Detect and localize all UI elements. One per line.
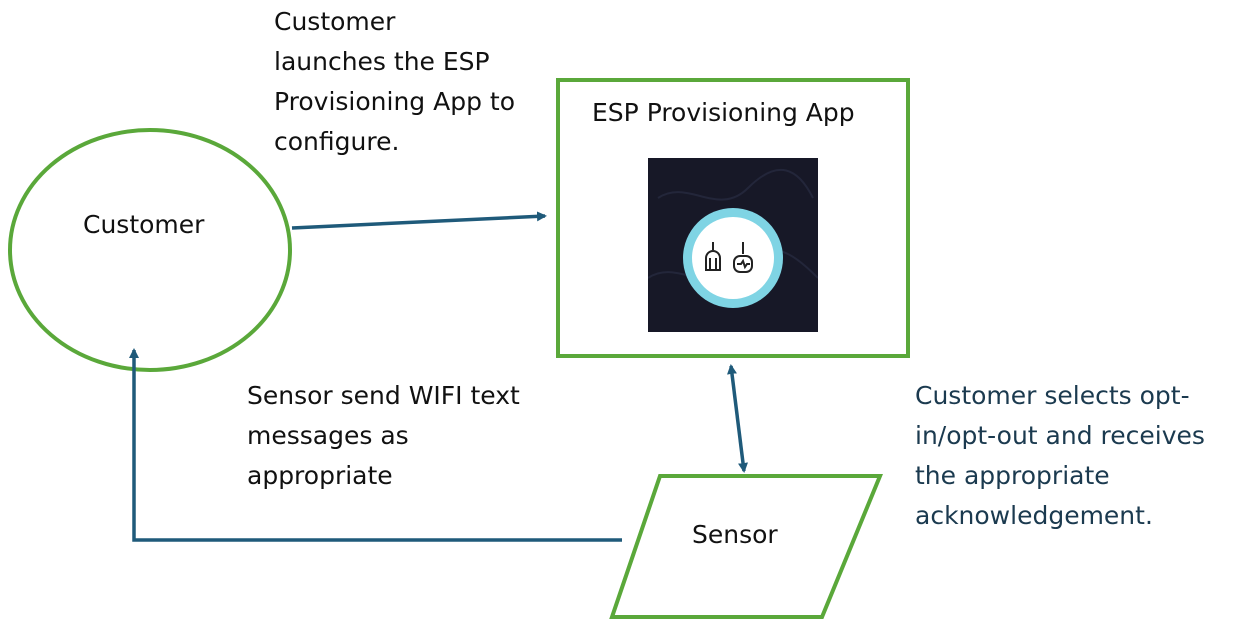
sensor-node-shape [609, 474, 883, 619]
sensor-glyph-icon [705, 242, 753, 273]
annotation-customer-launch: Customer launches the ESP Provisioning A… [274, 2, 515, 162]
annotation-line: launches the ESP [274, 47, 490, 76]
annotation-line: Customer [274, 7, 396, 36]
annotation-line: in/opt-out and receives [915, 421, 1205, 450]
arrow-customer-to-app [291, 211, 547, 230]
annotation-line: Customer selects opt- [915, 381, 1190, 410]
annotation-line: messages as [247, 421, 409, 450]
annotation-line: appropriate [247, 461, 393, 490]
arrow-sensor-to-customer [129, 348, 622, 542]
esp-provisioning-app-icon [648, 158, 818, 332]
customer-node-label: Customer [83, 210, 205, 239]
annotation-customer-selects: Customer selects opt- in/opt-out and rec… [915, 376, 1205, 536]
arrow-app-sensor [727, 364, 748, 473]
app-node-label: ESP Provisioning App [592, 98, 855, 127]
sensor-node-label: Sensor [692, 520, 778, 549]
app-node-shape [556, 78, 910, 358]
annotation-line: acknowledgement. [915, 501, 1153, 530]
annotation-line: Provisioning App to [274, 87, 516, 116]
customer-node-shape [8, 128, 292, 372]
annotation-line: Sensor send WIFI text [247, 381, 520, 410]
annotation-line: the appropriate [915, 461, 1110, 490]
annotation-sensor-send: Sensor send WIFI text messages as approp… [247, 376, 520, 496]
annotation-line: configure. [274, 127, 400, 156]
